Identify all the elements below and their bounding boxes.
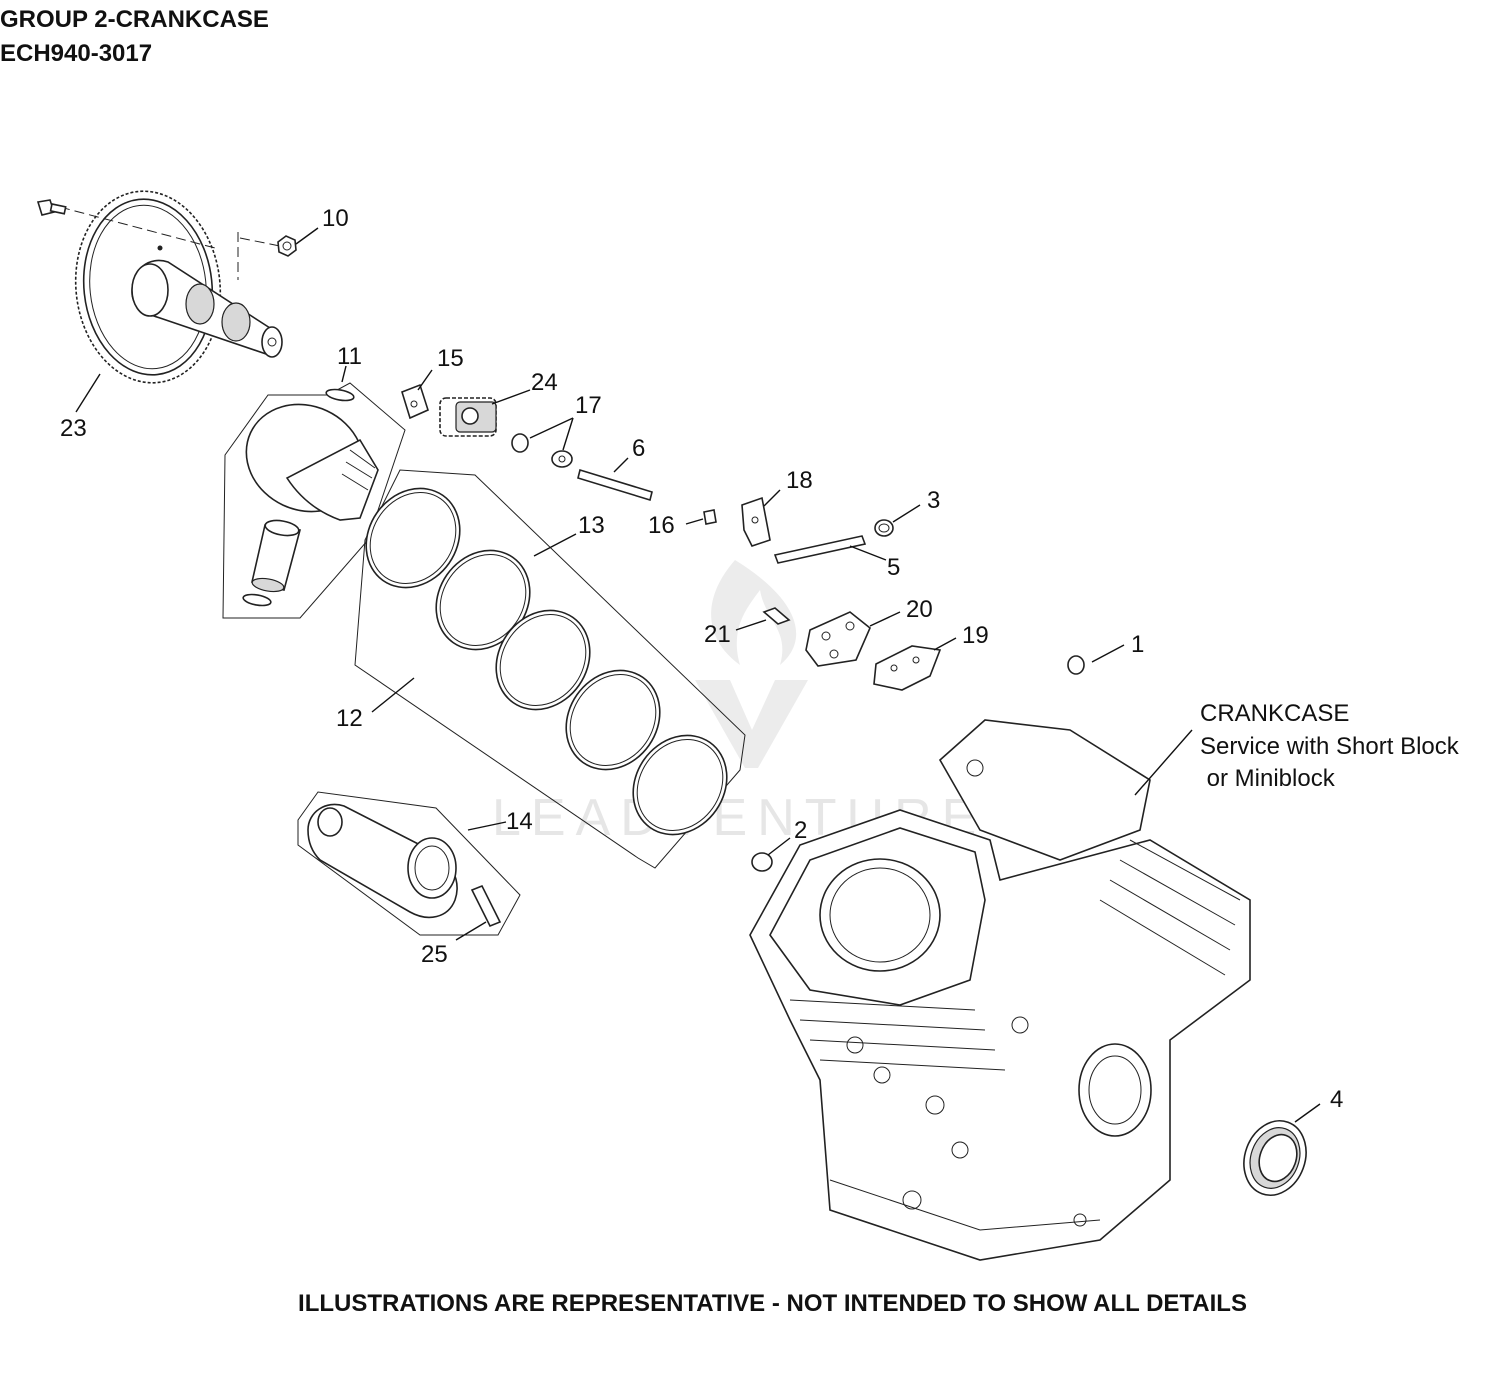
callout-3: 3: [927, 487, 940, 514]
cover-plate-part: [805, 611, 871, 667]
callout-23: 23: [60, 415, 87, 442]
connecting-rod-part: [307, 803, 502, 928]
rod-group-outline: [297, 791, 521, 936]
camshaft-gear-part: [59, 190, 283, 384]
disclaimer-footer: ILLUSTRATIONS ARE REPRESENTATIVE - NOT I…: [298, 1290, 1247, 1317]
callout-labels: 10 11 15 24 17 6 23 18 3 16 13 5 20 21 1…: [60, 205, 1343, 1113]
diagram-title: GROUP 2-CRANKCASE: [0, 6, 269, 33]
callout-13: 13: [578, 512, 605, 539]
callout-17: 17: [575, 392, 602, 419]
callout-1: 1: [1131, 631, 1144, 658]
screw-part: [703, 509, 717, 525]
callout-19: 19: [962, 622, 989, 649]
callout-4: 4: [1330, 1086, 1343, 1113]
callout-11: 11: [337, 343, 362, 370]
ring-group-outline: [354, 469, 746, 869]
callout-24: 24: [531, 369, 558, 396]
callout-10: 10: [322, 205, 349, 232]
crankcase-note: CRANKCASE Service with Short Block or Mi…: [1200, 700, 1460, 792]
callout-18: 18: [786, 467, 813, 494]
oil-pump-gear-part: [439, 397, 497, 437]
callout-16: 16: [648, 512, 675, 539]
callout-15: 15: [437, 345, 464, 372]
callout-25: 25: [421, 941, 448, 968]
seal-part: [874, 519, 894, 537]
piston-part: [242, 388, 379, 607]
dowel-pin-part: [751, 655, 1085, 872]
oil-seal-part: [1243, 1120, 1307, 1196]
callout-14: 14: [506, 808, 533, 835]
washer-part: [511, 433, 573, 468]
governor-lever-part: [741, 496, 771, 547]
model-number: ECH940-3017: [0, 40, 153, 67]
callout-5: 5: [887, 554, 900, 581]
callout-20: 20: [906, 596, 933, 623]
piston-rings-part: [365, 487, 728, 836]
crankcase-note-title: CRANKCASE: [1200, 700, 1349, 727]
shaft-part: [577, 468, 653, 502]
nut-part: [277, 235, 297, 257]
callout-12: 12: [336, 705, 363, 732]
bolt-part: [36, 199, 67, 216]
callout-6: 6: [632, 435, 645, 462]
callout-2: 2: [794, 817, 807, 844]
governor-shaft-part: [773, 535, 867, 564]
leader-lines: [75, 227, 1321, 1123]
piston-group-outline: [222, 382, 406, 619]
crankcase-part: [749, 719, 1251, 1261]
retainer-clip-part: [401, 383, 429, 420]
stud-part: [762, 607, 791, 625]
gasket-part: [873, 645, 942, 691]
callout-21: 21: [704, 621, 731, 648]
crankcase-note-line3: or Miniblock: [1200, 765, 1336, 792]
crankcase-note-line2: Service with Short Block: [1200, 733, 1460, 760]
